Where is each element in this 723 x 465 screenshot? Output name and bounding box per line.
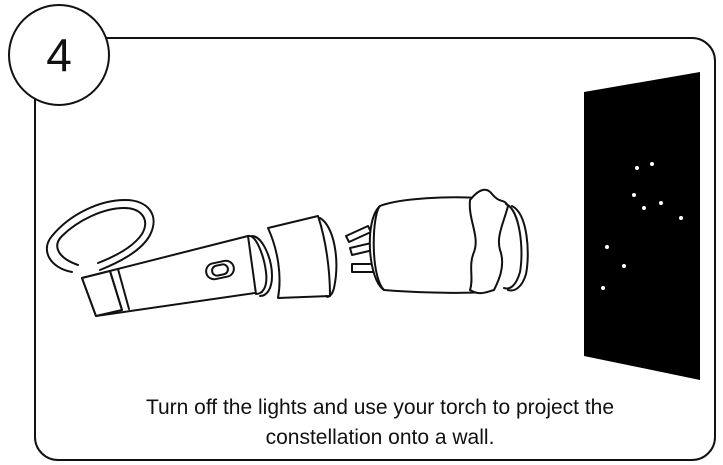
projector-cap-icon bbox=[370, 190, 528, 293]
star bbox=[635, 166, 639, 170]
star bbox=[605, 245, 609, 249]
step-number: 4 bbox=[46, 32, 72, 78]
tube-body bbox=[370, 197, 486, 293]
step-number-badge: 4 bbox=[8, 4, 110, 106]
caption-line-1: Turn off the lights and use your torch t… bbox=[60, 393, 700, 423]
tube-torn-top bbox=[470, 190, 508, 293]
wall bbox=[584, 72, 700, 380]
star bbox=[632, 193, 636, 197]
star bbox=[659, 201, 663, 205]
tube-rim bbox=[504, 204, 521, 288]
torch-lanyard-inner bbox=[57, 208, 145, 265]
torch-head bbox=[268, 216, 330, 298]
light-beam bbox=[346, 226, 371, 242]
star bbox=[601, 286, 605, 290]
star bbox=[622, 264, 626, 268]
torch-icon bbox=[47, 200, 336, 316]
instruction-caption: Turn off the lights and use your torch t… bbox=[60, 393, 700, 453]
wall-with-constellation-icon bbox=[584, 72, 700, 380]
caption-line-2: constellation onto a wall. bbox=[60, 423, 700, 453]
star bbox=[642, 206, 646, 210]
star bbox=[650, 162, 654, 166]
star bbox=[679, 216, 683, 220]
